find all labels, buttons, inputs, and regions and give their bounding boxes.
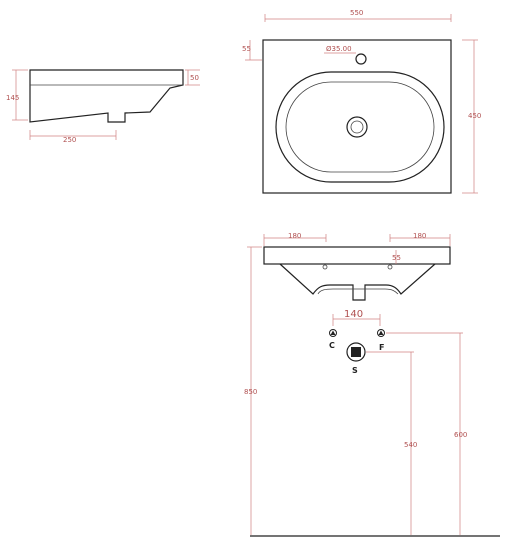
top-width-label: 550 — [350, 9, 363, 17]
pipe-spacing-label: 140 — [344, 309, 363, 320]
basin-bowl-outer — [275, 71, 445, 183]
cold-water-label: C — [329, 341, 335, 350]
drain-icon — [346, 342, 366, 362]
drain-outer — [346, 116, 368, 138]
cold-water-icon — [329, 329, 337, 337]
front-right-offset-label: 180 — [413, 232, 426, 240]
basin-top-outline — [262, 39, 452, 194]
front-fixing-hole-left — [322, 264, 328, 270]
side-thickness-label: 50 — [190, 74, 199, 82]
front-hole-offset-label: 55 — [392, 254, 401, 262]
drain-inner — [350, 120, 364, 134]
side-depth-label: 250 — [63, 136, 76, 144]
basin-bowl-inner — [285, 81, 435, 173]
front-basin-underside — [279, 263, 436, 301]
pipe-height-label: 600 — [454, 431, 467, 439]
hot-water-label: F — [379, 343, 384, 352]
top-depth-label: 450 — [468, 112, 481, 120]
tap-hole — [355, 53, 367, 65]
hot-water-icon — [377, 329, 385, 337]
front-fixing-hole-right — [387, 264, 393, 270]
top-view: 550 55 Ø35.00 450 — [242, 9, 481, 194]
drain-label: S — [352, 366, 358, 375]
side-view: 145 50 250 — [6, 69, 200, 144]
front-bowl-curve — [317, 288, 399, 295]
side-height-label: 145 — [6, 94, 19, 102]
front-view: 180 180 55 140 C F S — [244, 232, 500, 537]
hole-diameter-label: Ø35.00 — [326, 45, 352, 53]
drain-height-label: 540 — [404, 441, 417, 449]
front-left-offset-label: 180 — [288, 232, 301, 240]
side-view-outline — [29, 69, 184, 123]
total-height-label: 850 — [244, 388, 257, 396]
top-offset-label: 55 — [242, 45, 251, 53]
front-basin-slab — [263, 246, 451, 265]
